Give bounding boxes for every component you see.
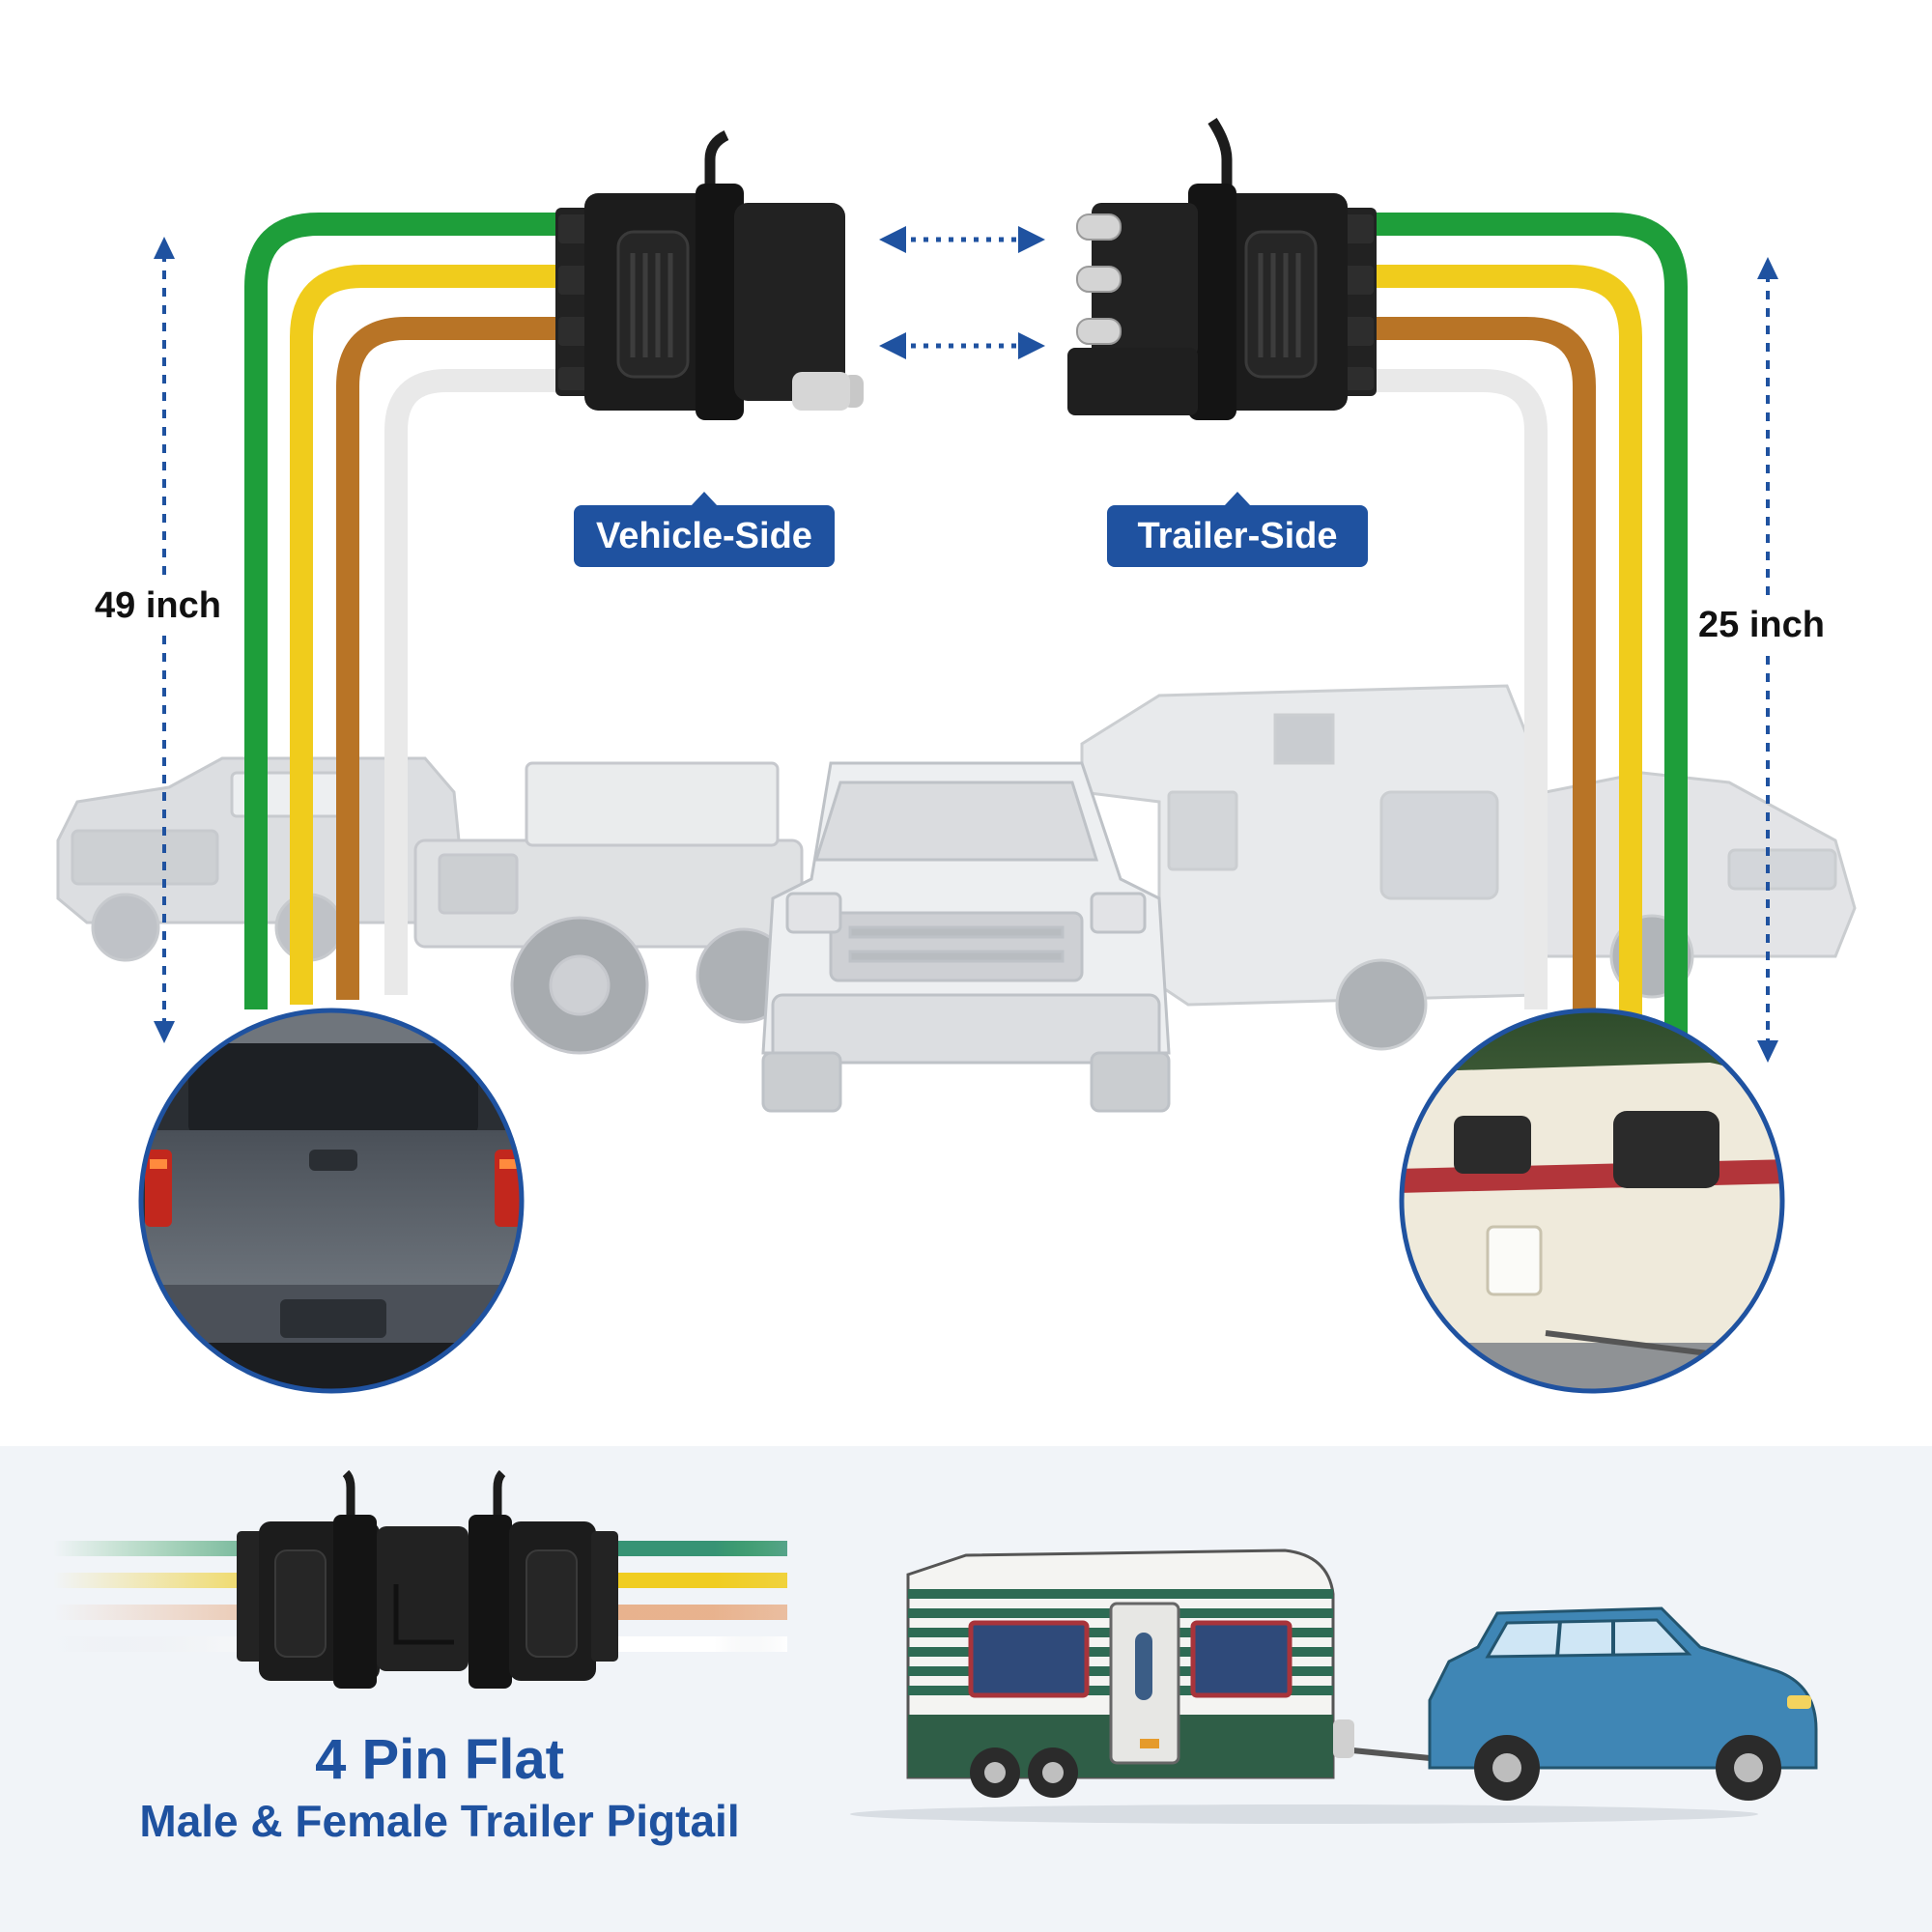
- product-subtitle: Male & Female Trailer Pigtail: [139, 1796, 740, 1846]
- connector-pair-illustration: [53, 1469, 787, 1689]
- background-vehicles: [56, 684, 1857, 1113]
- double-arrow-icon: [879, 226, 1045, 359]
- truck-tailgate-photo: [138, 1008, 525, 1394]
- trailer-side-connector: [1067, 184, 1377, 420]
- caravan-and-suv-illustration: [850, 1548, 1818, 1824]
- vehicle-side-length: 49 inch: [89, 582, 227, 631]
- caravan-photo: [1399, 1008, 1785, 1394]
- trailer-side-label: Trailer-Side: [1107, 492, 1368, 567]
- vehicle-side-label: Vehicle-Side: [574, 492, 835, 567]
- trailer-side-wires: [1362, 213, 1688, 1038]
- vehicle-side-wires: [244, 213, 570, 1009]
- trailer-side-length: 25 inch: [1692, 601, 1831, 650]
- dimension-arrow-icon: [154, 237, 1778, 1063]
- vehicle-side-connector: [555, 184, 864, 420]
- product-title: 4 Pin Flat: [315, 1728, 564, 1791]
